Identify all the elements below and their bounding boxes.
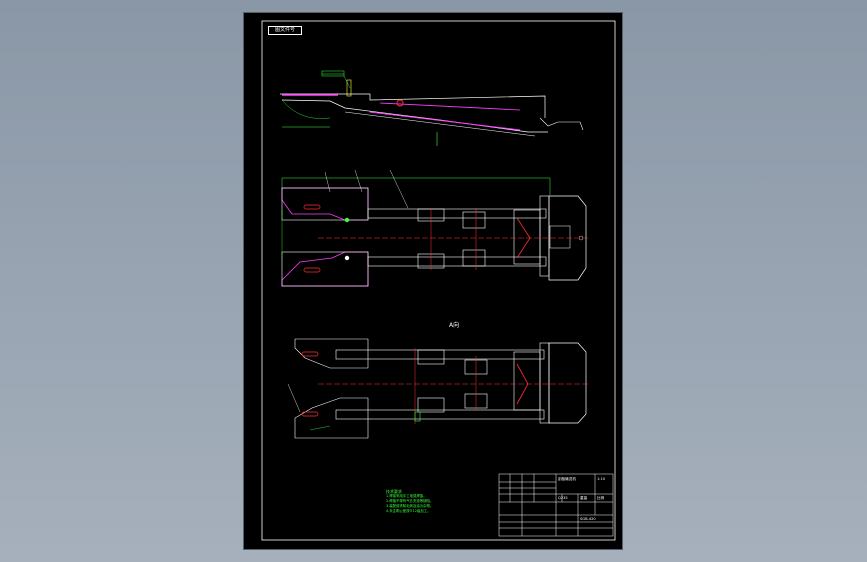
b-pin — [414, 411, 421, 422]
lower-arm — [281, 251, 369, 287]
title-block — [498, 473, 614, 537]
b-upper-arm — [294, 338, 369, 369]
frame-border — [261, 20, 616, 541]
title-sheet: 比例 — [597, 496, 605, 500]
cross-block-d — [462, 249, 486, 267]
arm-slot-upper — [303, 204, 321, 210]
b-leader — [287, 383, 301, 413]
upper-arm-body — [281, 187, 369, 221]
notes-heading: 技术要求 — [386, 489, 402, 494]
side-profile-mid — [379, 102, 521, 111]
side-leader — [343, 75, 351, 89]
note-line: 3.装配前清除毛刺及油污杂物。 — [386, 504, 434, 508]
side-dim-box — [321, 70, 345, 77]
technical-notes: 技术要求 1.焊接采用手工电弧焊接。 2.焊缝不得有气孔夹渣等缺陷。 3.装配前… — [386, 489, 482, 514]
lower-arm-body — [281, 251, 369, 287]
note-line: 1.焊接采用手工电弧焊接。 — [386, 494, 427, 498]
side-top-edge — [280, 93, 546, 118]
side-end-bracket — [539, 117, 584, 131]
b-lower-rail — [335, 409, 545, 420]
end-slot — [549, 225, 571, 249]
b-upper-rail — [335, 349, 545, 360]
b-block-e — [513, 351, 541, 411]
leader-2 — [354, 169, 363, 193]
arm-pin-lower — [344, 255, 350, 261]
note-line: 4.未注明公差按IT12级加工。 — [386, 509, 431, 513]
leader-1 — [324, 171, 331, 193]
lower-rail — [367, 256, 547, 267]
end-plate — [548, 195, 587, 281]
b-end-plate — [548, 342, 587, 424]
cross-block-f — [539, 195, 550, 277]
top-taper-red — [516, 217, 531, 259]
b-taper-red — [516, 363, 529, 405]
side-bottom-edge — [281, 99, 548, 133]
b-block-a — [417, 349, 445, 365]
leader-3 — [389, 169, 409, 209]
b-lower-arm — [294, 397, 369, 439]
arm-pin-upper — [344, 217, 350, 223]
drawing-sheet — [244, 13, 622, 549]
arm-slot-lower — [303, 267, 321, 273]
title-name: 刮板输送机 — [558, 477, 576, 481]
note-line: 2.焊缝不得有气孔夹渣等缺陷。 — [386, 499, 434, 503]
bottom-view — [287, 338, 590, 439]
side-post — [346, 79, 352, 97]
top-dim-line — [282, 177, 551, 195]
upper-rail — [367, 208, 547, 219]
cross-block-c — [462, 211, 486, 229]
b-block-f — [539, 342, 550, 424]
side-profile-slope — [369, 111, 521, 131]
b-slot-upper — [301, 351, 319, 357]
title-weight: 重量 — [580, 496, 588, 500]
b-slot-lower — [301, 411, 319, 417]
border-tag: 图文件号 — [268, 26, 302, 35]
bottom-view-label: A向 — [449, 322, 460, 329]
title-code: SGB-420 — [580, 517, 596, 521]
title-scale: 1:10 — [597, 477, 606, 481]
side-arc-dim — [281, 99, 331, 119]
side-pin — [396, 99, 404, 107]
top-view — [281, 169, 590, 287]
side-view — [280, 70, 584, 146]
upper-arm — [281, 187, 369, 221]
b-dim-green — [309, 425, 331, 431]
b-block-b — [417, 397, 445, 413]
side-inner-edge — [344, 111, 536, 137]
title-material: Q235 — [558, 496, 568, 500]
